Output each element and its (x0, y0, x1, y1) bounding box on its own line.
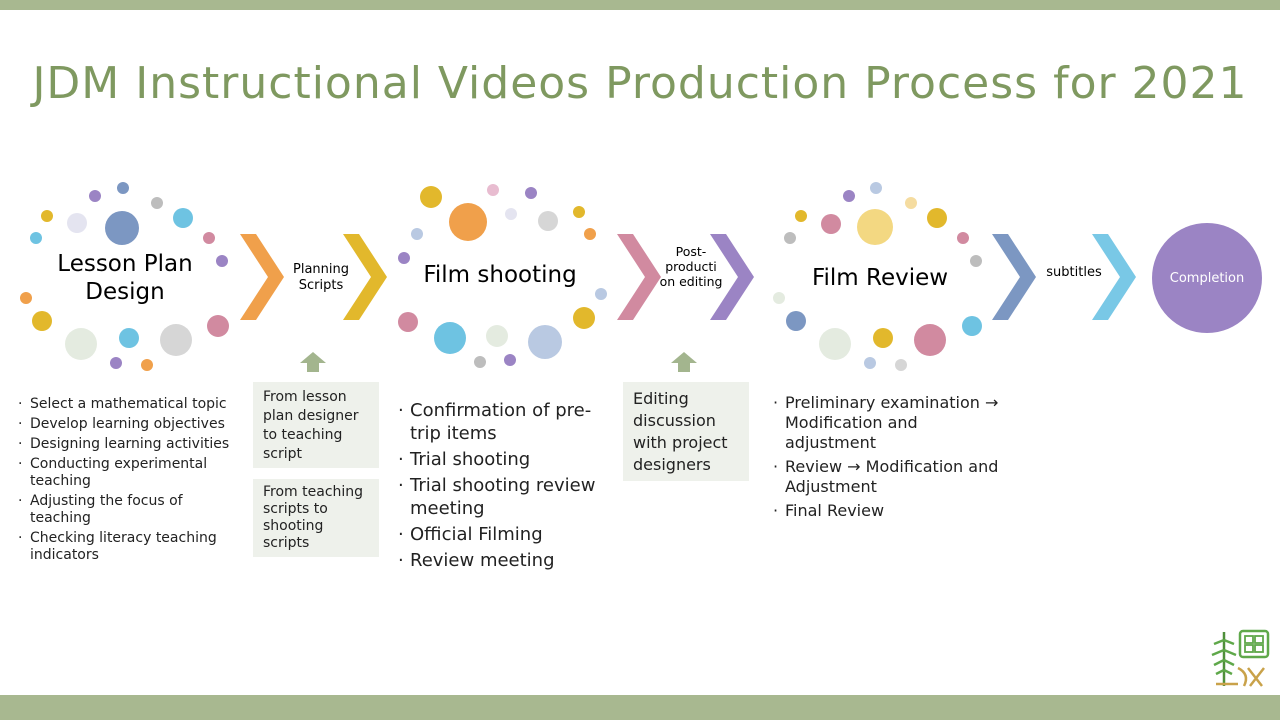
decor-dot (411, 228, 423, 240)
stage-label-film-shooting: Film shooting (423, 262, 577, 288)
decor-dot (207, 315, 229, 337)
decor-dot (773, 292, 785, 304)
chevron-arrow-icon (240, 234, 284, 320)
decor-dot (843, 190, 855, 202)
decor-dot (117, 182, 129, 194)
decor-dot (474, 356, 486, 368)
stage-1-bullet-list: Select a mathematical topic Develop lear… (18, 396, 238, 567)
stage-1-dot-cluster (20, 182, 229, 371)
decor-dot (41, 210, 53, 222)
list-item: Adjusting the focus of teaching (18, 493, 238, 527)
stage-label-lesson-plan: Lesson Plan Design (57, 251, 193, 305)
decor-dot (795, 210, 807, 222)
list-item: Trial shooting review meeting (398, 474, 598, 520)
decor-dot (970, 255, 982, 267)
decor-dot (504, 354, 516, 366)
decor-dot (449, 203, 487, 241)
connector-label-post-production: Post-producti on editing (659, 244, 723, 289)
up-arrow-icon (300, 352, 326, 372)
list-item: Develop learning objectives (18, 416, 238, 433)
top-band (0, 0, 1280, 10)
decor-dot (864, 357, 876, 369)
connector-label-subtitles: subtitles (1046, 265, 1102, 280)
decor-dot (398, 252, 410, 264)
stage-3-dot-cluster (773, 182, 982, 371)
page-title: JDM Instructional Videos Production Proc… (32, 58, 1248, 109)
decor-dot (505, 208, 517, 220)
decor-dot (595, 288, 607, 300)
decor-dot (538, 211, 558, 231)
editing-note: Editing discussion with project designer… (623, 382, 749, 481)
decor-dot (67, 213, 87, 233)
decor-dot (119, 328, 139, 348)
decor-dot (857, 209, 893, 245)
list-item: Select a mathematical topic (18, 396, 238, 413)
decor-dot (486, 325, 508, 347)
decor-dot (89, 190, 101, 202)
completion-circle: Completion (1152, 223, 1262, 333)
connector-label-planning-scripts: Planning Scripts (293, 262, 349, 294)
chevron-arrow-icon (992, 234, 1036, 320)
decor-dot (873, 328, 893, 348)
decor-dot (573, 307, 595, 329)
list-item: Review → Modification and Adjustment (773, 457, 1003, 497)
decor-dot (203, 232, 215, 244)
bottom-band (0, 695, 1280, 720)
decor-dot (962, 316, 982, 336)
decor-dot (65, 328, 97, 360)
plant-seal-logo-icon (1211, 629, 1270, 687)
decor-dot (528, 325, 562, 359)
list-item: Review meeting (398, 549, 598, 572)
decor-dot (160, 324, 192, 356)
chevron-arrow-icon (710, 234, 754, 320)
decor-dot (584, 228, 596, 240)
list-item: Confirmation of pre-trip items (398, 399, 598, 445)
decor-dot (914, 324, 946, 356)
decor-dot (870, 182, 882, 194)
script-note-1: From lesson plan designer to teaching sc… (253, 382, 379, 468)
decor-dot (105, 211, 139, 245)
decor-dot (173, 208, 193, 228)
chevron-arrow-icon (617, 234, 661, 320)
decor-dot (927, 208, 947, 228)
decor-dot (434, 322, 466, 354)
decor-dot (819, 328, 851, 360)
stage-2-dot-cluster (398, 184, 607, 368)
list-item: Conducting experimental teaching (18, 456, 238, 490)
decor-dot (141, 359, 153, 371)
decor-dot (784, 232, 796, 244)
decor-dot (20, 292, 32, 304)
list-item: Official Filming (398, 523, 598, 546)
decor-dot (895, 359, 907, 371)
chevron-arrow-icon (343, 234, 387, 320)
decor-dot (905, 197, 917, 209)
stage-3-bullet-list: Preliminary examination → Modification a… (773, 393, 1003, 525)
decor-dot (821, 214, 841, 234)
decor-dot (525, 187, 537, 199)
script-note-2: From teaching scripts to shooting script… (253, 479, 379, 557)
decor-dot (786, 311, 806, 331)
decor-dot (573, 206, 585, 218)
list-item: Preliminary examination → Modification a… (773, 393, 1003, 453)
decor-dot (32, 311, 52, 331)
stage-label-film-review: Film Review (811, 265, 949, 291)
stage-2-bullet-list: Confirmation of pre-trip items Trial sho… (398, 399, 598, 575)
up-arrow-icon (671, 352, 697, 372)
decor-dot (420, 186, 442, 208)
chevron-arrow-icon (1092, 234, 1136, 320)
decor-dot (957, 232, 969, 244)
decor-dot (110, 357, 122, 369)
decor-dot (151, 197, 163, 209)
decor-dot (216, 255, 228, 267)
list-item: Final Review (773, 501, 1003, 521)
list-item: Designing learning activities (18, 436, 238, 453)
decor-dot (398, 312, 418, 332)
list-item: Checking literacy teaching indicators (18, 530, 238, 564)
decor-dot (30, 232, 42, 244)
list-item: Trial shooting (398, 448, 598, 471)
decor-dot (487, 184, 499, 196)
